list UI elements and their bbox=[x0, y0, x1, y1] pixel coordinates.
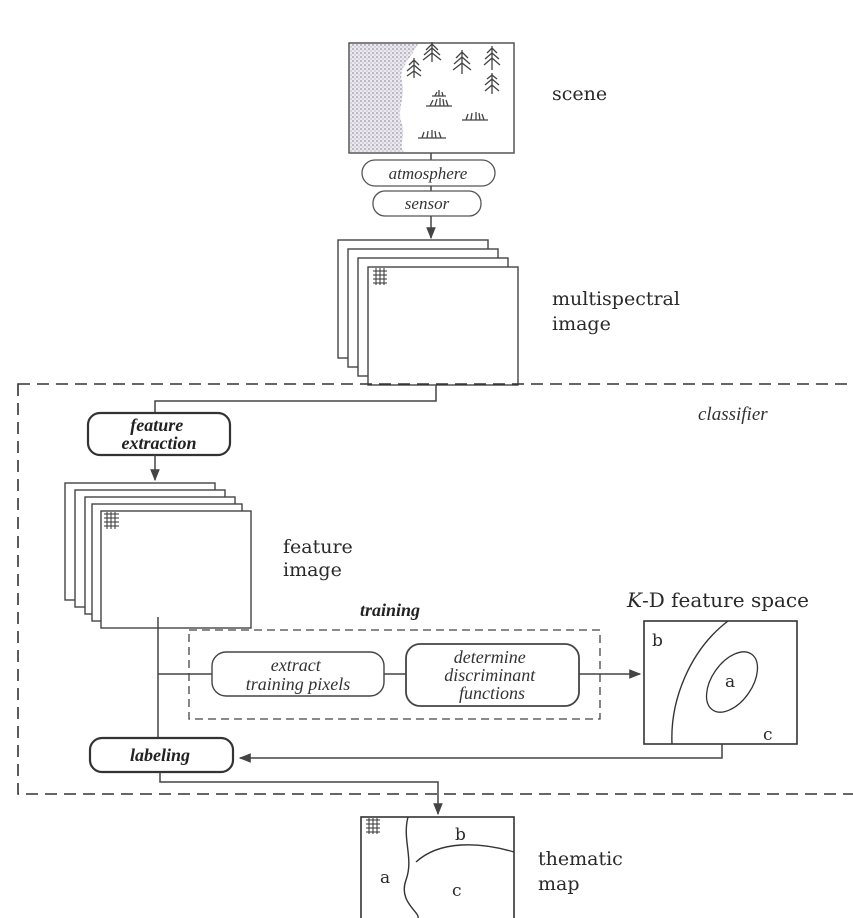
thematic-map: a b c bbox=[360, 816, 515, 918]
determine-discriminant-functions-node: determine discriminant functions bbox=[405, 643, 580, 707]
pixel-grid-icon bbox=[366, 818, 380, 834]
region-b-label: b bbox=[652, 631, 663, 651]
classifier-label: classifier bbox=[698, 404, 768, 425]
feature-extraction-node: feature extraction bbox=[86, 411, 232, 457]
map-region-b-label: b bbox=[455, 825, 466, 845]
labeling-label: labeling bbox=[130, 745, 190, 765]
thematic-label: thematic map bbox=[538, 848, 629, 895]
tree-icon bbox=[406, 42, 501, 139]
map-region-a-label: a bbox=[380, 868, 390, 888]
pixel-grid-icon bbox=[373, 268, 387, 285]
sensor-node: sensor bbox=[372, 190, 482, 217]
region-c-label: c bbox=[763, 725, 773, 745]
feature-image-stack bbox=[64, 482, 252, 629]
extract-label: extract training pixels bbox=[246, 655, 351, 694]
scene-image bbox=[348, 42, 515, 154]
map-region-c-label: c bbox=[452, 881, 462, 901]
feature-space-label: K-D feature space bbox=[626, 588, 809, 612]
atmosphere-node: atmosphere bbox=[361, 159, 496, 187]
classifier-boundary bbox=[17, 383, 853, 795]
feature-image-label: feature image bbox=[283, 536, 359, 581]
atmosphere-label: atmosphere bbox=[389, 164, 468, 183]
extract-training-pixels-node: extract training pixels bbox=[211, 651, 385, 697]
sensor-label: sensor bbox=[405, 194, 450, 213]
feature-space-plot: b a c bbox=[643, 620, 798, 745]
feature-extraction-label: feature extraction bbox=[122, 415, 197, 453]
labeling-node: labeling bbox=[88, 736, 235, 774]
training-label: training bbox=[360, 600, 420, 620]
multispectral-image-stack bbox=[337, 239, 519, 386]
multispectral-label: multispectral image bbox=[552, 288, 686, 335]
scene-label: scene bbox=[552, 83, 607, 105]
region-a-label: a bbox=[725, 672, 735, 692]
determine-label: determine discriminant functions bbox=[444, 647, 540, 703]
pixel-grid-icon bbox=[104, 512, 119, 529]
